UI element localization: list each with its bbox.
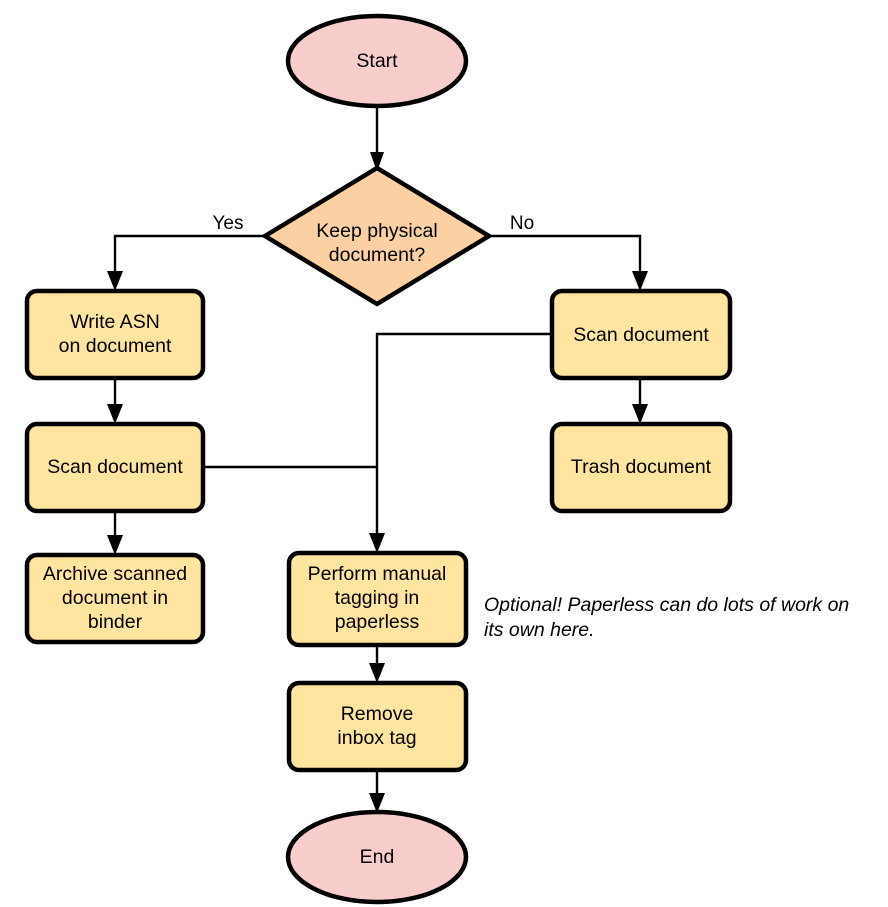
- node-manual-tagging-label-line1: Perform manual: [308, 563, 447, 585]
- node-scan-document-left[interactable]: Scan document: [24, 421, 206, 514]
- node-scan-document-right[interactable]: Scan document: [549, 288, 733, 381]
- node-archive-label-line1: Archive scanned: [43, 563, 187, 585]
- edge-decision-no-to-scan-right: [491, 234, 648, 291]
- edge-scan-left-to-archive: [107, 511, 123, 555]
- node-end[interactable]: End: [285, 809, 469, 905]
- edge-decision-yes-to-write-asn: [107, 234, 264, 291]
- node-archive-label-line3: binder: [88, 611, 143, 633]
- node-archive-scanned-document[interactable]: Archive scanned document in binder: [24, 552, 206, 645]
- node-write-asn-label-line2: on document: [59, 335, 172, 357]
- node-write-asn-label-line1: Write ASN: [70, 311, 160, 333]
- edge-label-yes: Yes: [213, 213, 244, 234]
- node-remove-inbox-label-line1: Remove: [341, 703, 414, 725]
- annotation-optional-note-line1: Optional! Paperless can do lots of work …: [484, 594, 849, 616]
- node-manual-tagging-label-line3: paperless: [335, 611, 420, 633]
- node-end-label: End: [360, 846, 395, 868]
- node-decision-keep-physical-document[interactable]: Keep physical document?: [260, 165, 494, 307]
- node-trash-document[interactable]: Trash document: [549, 421, 733, 514]
- node-decision-label-line1: Keep physical: [316, 220, 437, 242]
- edge-scan-right-to-manual-tagging: [369, 332, 552, 553]
- annotation-optional-note-line2: its own here.: [484, 619, 595, 641]
- node-remove-inbox-tag[interactable]: Remove inbox tag: [286, 680, 469, 773]
- edge-manual-tagging-to-remove-inbox: [369, 645, 385, 683]
- node-archive-label-line2: document in: [62, 587, 168, 609]
- node-remove-inbox-label-line2: inbox tag: [337, 727, 416, 749]
- annotation-optional-note: Optional! Paperless can do lots of work …: [484, 594, 849, 641]
- edge-scan-right-to-trash: [632, 378, 648, 424]
- node-write-asn-on-document[interactable]: Write ASN on document: [24, 288, 206, 381]
- node-scan-document-right-label: Scan document: [573, 324, 709, 346]
- edge-start-to-decision: [370, 107, 384, 172]
- node-trash-document-label: Trash document: [571, 456, 712, 478]
- edge-write-asn-to-scan-left: [107, 378, 123, 424]
- node-manual-tagging-label-line2: tagging in: [335, 587, 420, 609]
- node-start-label: Start: [356, 50, 398, 72]
- node-start[interactable]: Start: [285, 13, 469, 109]
- edge-label-no: No: [510, 213, 534, 234]
- edge-remove-inbox-to-end: [369, 770, 385, 813]
- node-perform-manual-tagging[interactable]: Perform manual tagging in paperless: [286, 550, 469, 648]
- node-decision-label-line2: document?: [329, 244, 426, 266]
- node-scan-document-left-label: Scan document: [47, 456, 183, 478]
